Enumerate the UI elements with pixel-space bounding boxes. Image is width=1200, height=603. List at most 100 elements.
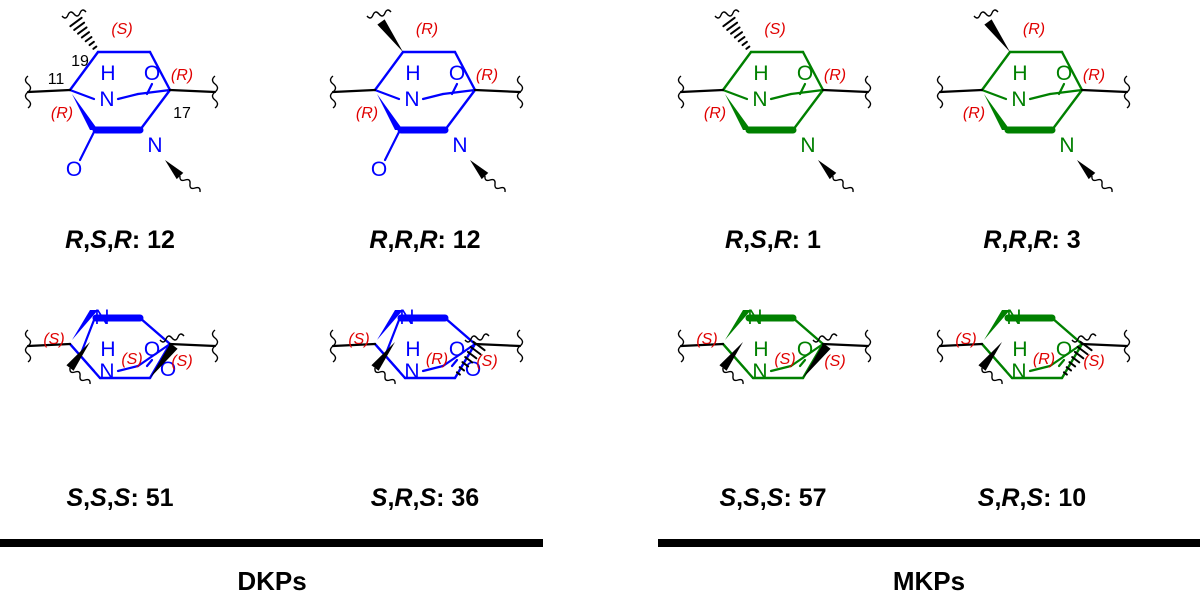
hash-stroke [77, 26, 88, 35]
stereo-descriptor-c11: (S) [43, 331, 64, 348]
isomer-count: : 57 [783, 484, 826, 512]
config-letter: R [369, 226, 387, 254]
hash-stroke [1062, 371, 1068, 376]
config-separator: , [1026, 226, 1033, 254]
h-atom-label: H [1012, 338, 1027, 361]
ring-bond [1060, 50, 1084, 92]
config-letter: R [419, 226, 437, 254]
attachment-wavy-line [69, 367, 91, 385]
n-atom-label: N [1011, 88, 1026, 111]
config-letter: R [725, 226, 743, 254]
hash-stroke [464, 356, 474, 364]
o-atom-label: O [371, 158, 387, 181]
hash-stroke [73, 21, 86, 31]
amide-bond [68, 342, 96, 373]
hash-stroke [1068, 361, 1077, 368]
n-atom-label: N [800, 134, 815, 157]
c17-substituent-bond [1080, 342, 1129, 348]
h-atom-label: H [753, 62, 768, 85]
ring-bond [801, 50, 825, 92]
bold-bridge-bond [725, 310, 751, 340]
carbonyl-bond [383, 130, 401, 162]
config-separator: , [412, 226, 419, 254]
attachment-wavy-line [516, 329, 524, 363]
isomer-count: : 36 [436, 484, 479, 512]
n-atom-label: N [99, 88, 114, 111]
hash-stroke [722, 16, 736, 28]
amide-bond [373, 342, 401, 373]
n-substituent-wedge [978, 342, 1002, 371]
config-letter: R [1008, 226, 1026, 254]
stereo-descriptor-c11: (S) [955, 331, 976, 348]
carbonyl-bond [145, 358, 154, 368]
stereo-descriptor-c19: (S) [764, 21, 785, 38]
o-atom-label: O [1056, 62, 1072, 85]
carbonyl-bond [450, 358, 459, 368]
hash-stroke [455, 371, 461, 376]
stereo-descriptor-c11: (R) [356, 105, 378, 122]
bold-bridge-bond [725, 94, 751, 130]
hash-stroke [458, 366, 466, 372]
config-separator: , [994, 484, 1001, 512]
ring-bond [980, 50, 1012, 92]
config-letter: R [1033, 226, 1051, 254]
c19-wedge-bond [150, 343, 178, 378]
amide-bond [136, 88, 172, 96]
atom-number-19: 19 [71, 53, 89, 70]
hash-stroke [69, 16, 83, 28]
amide-bond [421, 92, 445, 101]
amide-bond [1048, 88, 1084, 96]
o-atom-label: O [449, 338, 465, 361]
o-atom-label: O [66, 158, 82, 181]
attachment-wavy-line [936, 75, 944, 109]
bridge-bond [443, 88, 477, 132]
amide-bond [769, 92, 793, 101]
n-atom-label: N [747, 306, 762, 329]
hash-stroke [466, 350, 478, 360]
c11-substituent-bond [938, 88, 984, 94]
configuration-label: R,R,R: 3 [983, 226, 1080, 254]
h-atom-label: H [100, 338, 115, 361]
config-letter: R [114, 226, 132, 254]
n-atom-label: N [147, 134, 162, 157]
n-atom-label: N [752, 88, 767, 111]
ring-bond [453, 50, 477, 92]
amide-bond [980, 342, 1008, 373]
hash-stroke [88, 40, 95, 47]
attachment-wavy-line [864, 329, 872, 363]
attachment-wavy-line [722, 367, 744, 385]
carbonyl-bond [798, 358, 807, 368]
n-atom-label: N [404, 360, 419, 383]
bold-bridge-bond [72, 94, 98, 130]
attachment-wavy-line [973, 9, 999, 19]
stereo-descriptor-c17: (R) [824, 67, 846, 84]
attachment-wavy-line [981, 367, 1003, 385]
config-separator: , [1001, 226, 1008, 254]
attachment-wavy-line [484, 175, 506, 193]
c19-wedge-bond [803, 343, 831, 378]
h-atom-label: H [1012, 62, 1027, 85]
o-atom-label: O [449, 62, 465, 85]
amide-bond [441, 342, 477, 368]
isomer-count: : 10 [1043, 484, 1086, 512]
n-substituent-wedge [719, 342, 743, 371]
c19-hash-bond [722, 16, 751, 50]
amide-bond [68, 88, 96, 101]
ring-bond [373, 50, 405, 92]
isomer-count: : 12 [438, 226, 481, 254]
config-letter: S [66, 484, 83, 512]
amide-bond [721, 88, 749, 101]
stereo-descriptor-c19: (S) [774, 351, 795, 368]
config-separator: , [743, 226, 750, 254]
n-atom-label: N [1006, 306, 1021, 329]
n-substituent-wedge [165, 160, 184, 180]
stereo-descriptor-c19: (S) [111, 21, 132, 38]
config-letter: S [978, 484, 995, 512]
attachment-wavy-line [677, 329, 685, 363]
